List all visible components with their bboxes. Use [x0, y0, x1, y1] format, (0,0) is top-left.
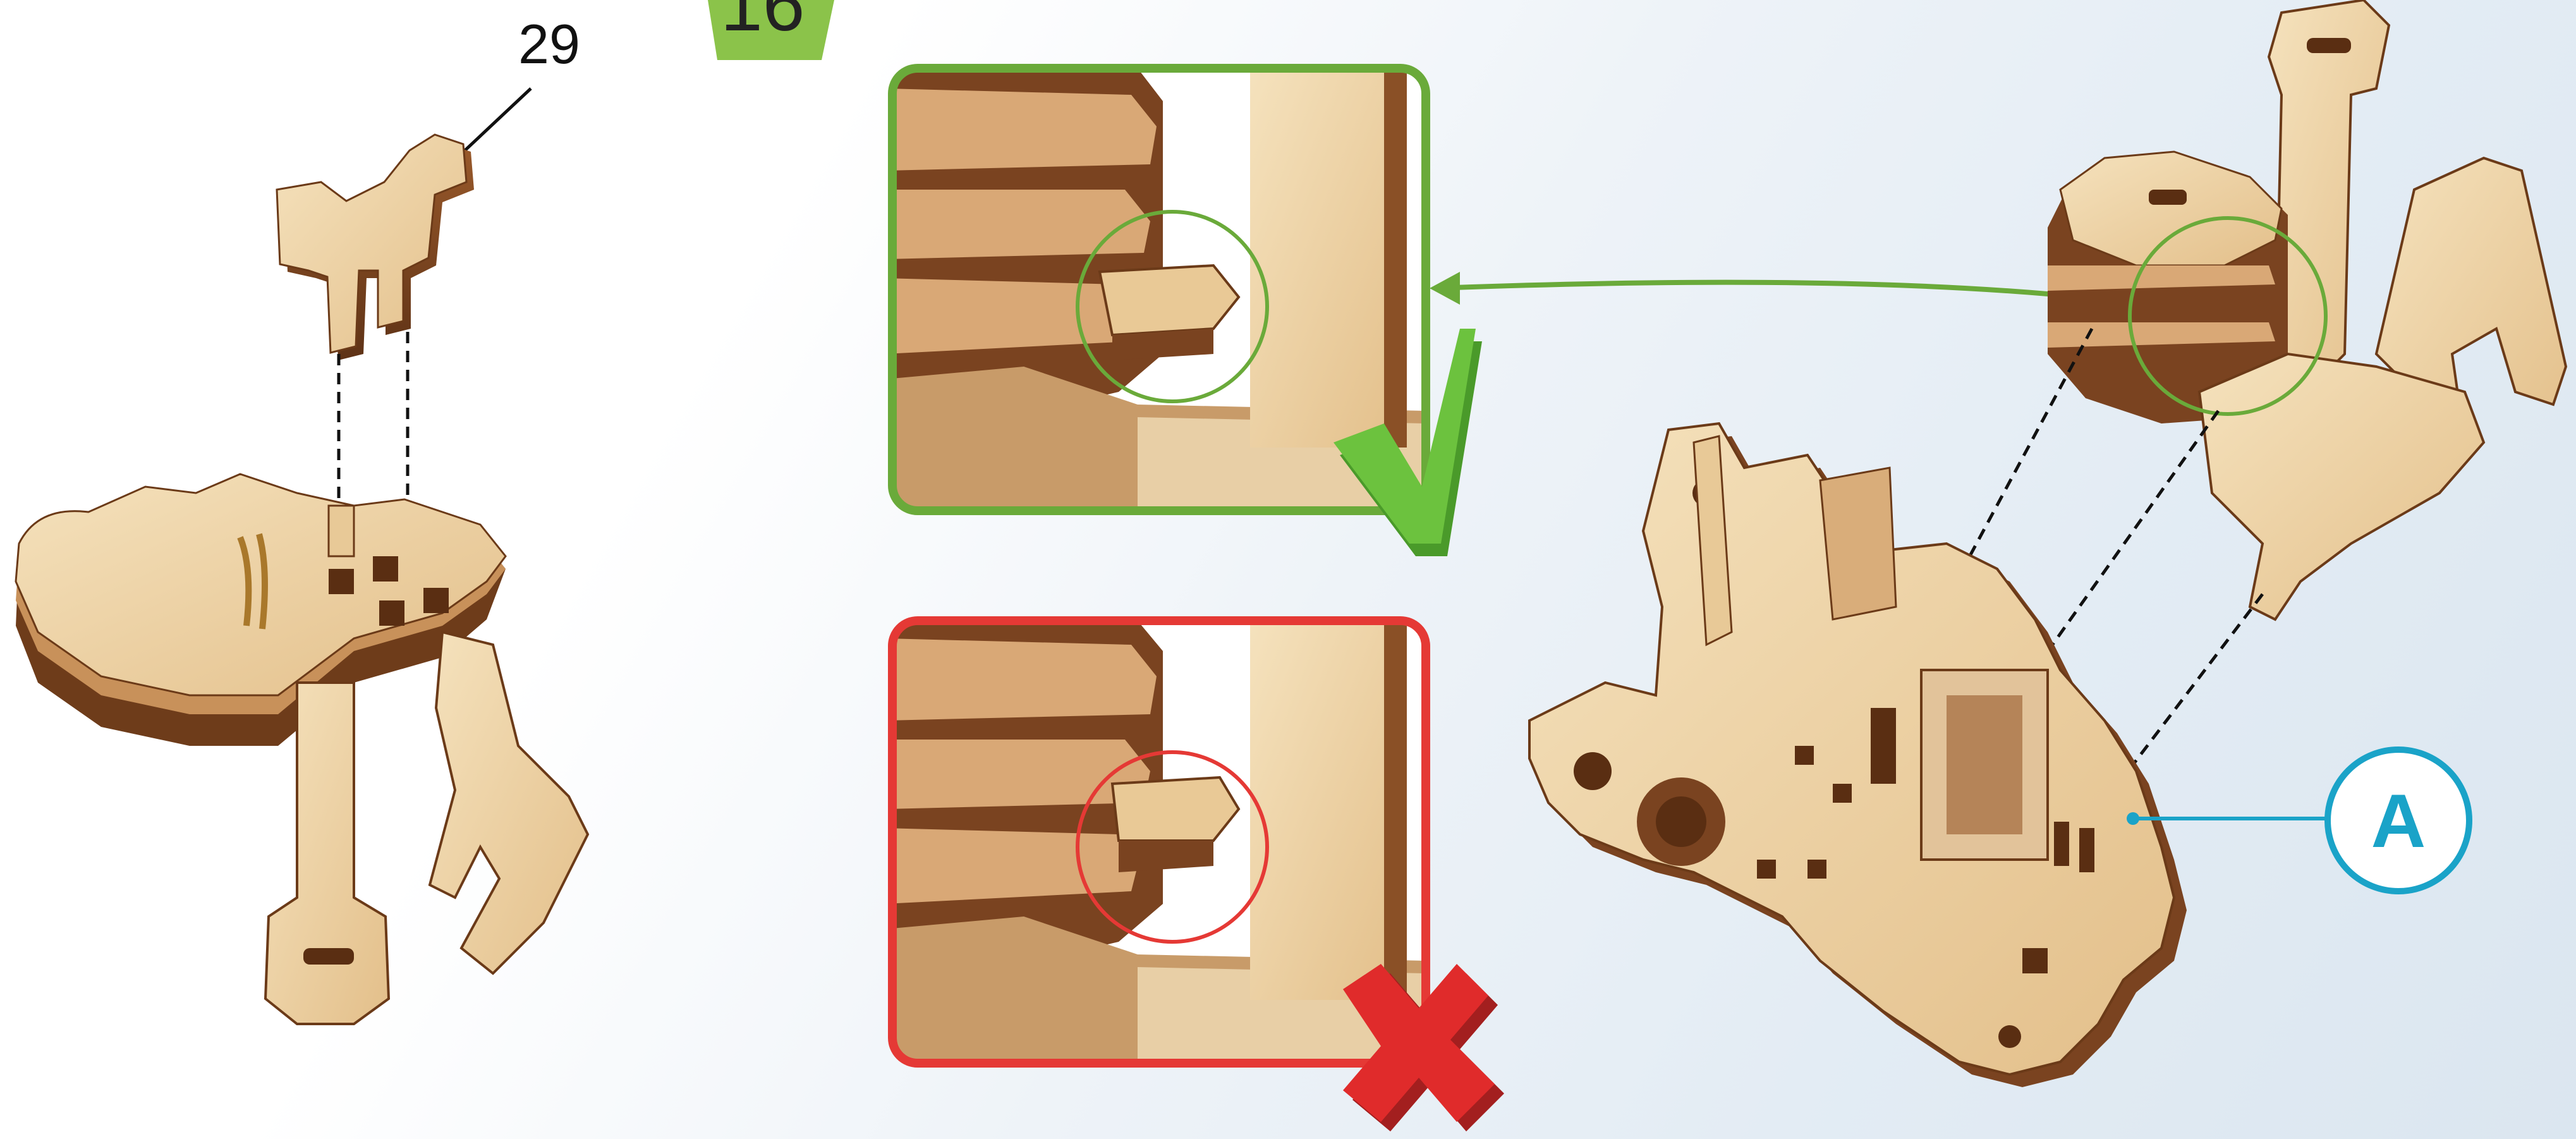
- direction-arrow: [1430, 272, 2136, 305]
- gear-stack: [16, 474, 506, 746]
- step-badge: 16: [708, 0, 834, 60]
- callout-a: A: [2127, 750, 2469, 891]
- main-frame: [1529, 423, 2187, 1087]
- arm-part: [430, 632, 588, 973]
- step-number: 16: [720, 0, 805, 47]
- wrong-inset: [885, 621, 1504, 1131]
- right-assembly: A: [1529, 0, 2566, 1087]
- callout-leader-dot: [2127, 812, 2139, 825]
- part-number-label: 29: [518, 13, 580, 75]
- part-29: [277, 135, 474, 360]
- left-assembly: 29: [16, 13, 588, 1024]
- callout-letter: A: [2371, 779, 2426, 863]
- correct-inset: [885, 68, 1482, 556]
- upper-module: [2048, 0, 2566, 619]
